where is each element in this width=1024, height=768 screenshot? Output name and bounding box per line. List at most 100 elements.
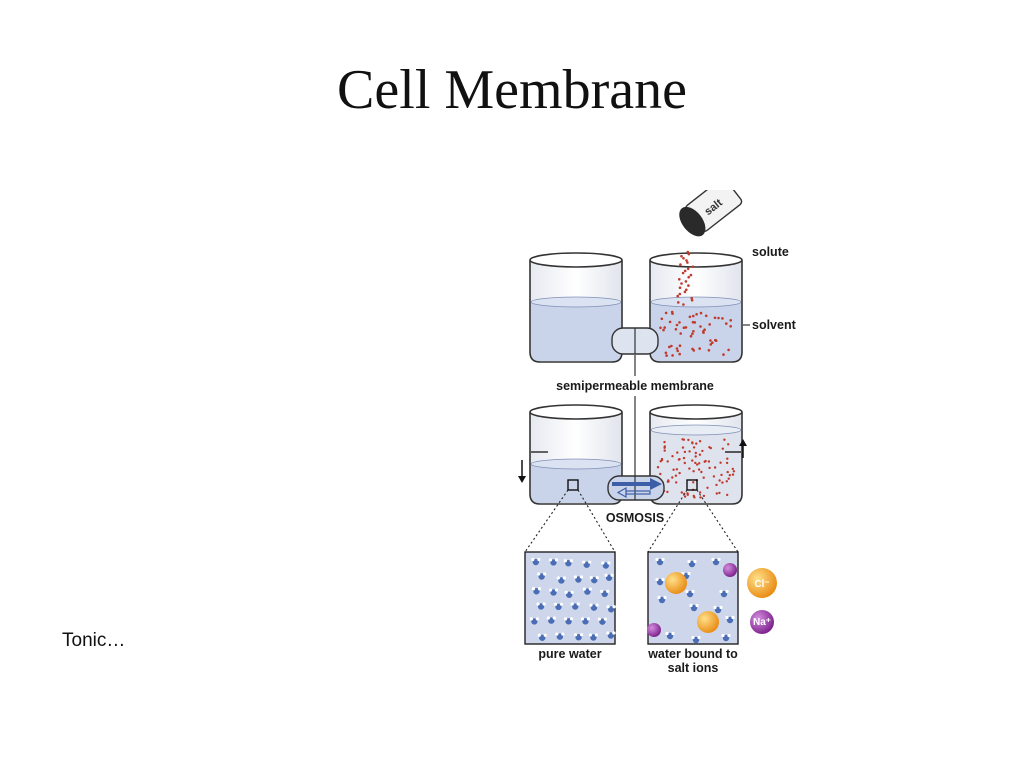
particle xyxy=(715,483,718,487)
particle xyxy=(687,275,690,279)
top-left-beaker xyxy=(529,252,623,363)
particle xyxy=(698,491,702,494)
bottom-right-beaker xyxy=(649,404,743,505)
particle xyxy=(725,480,728,483)
particle xyxy=(659,472,662,476)
particle xyxy=(719,461,722,464)
water-molecule-icon xyxy=(665,631,675,640)
water-molecule-icon xyxy=(582,560,592,568)
osmosis-label: OSMOSIS xyxy=(606,511,664,525)
pure-water-label: pure water xyxy=(538,647,601,661)
particle xyxy=(677,301,680,304)
particle xyxy=(721,481,724,484)
particle xyxy=(679,332,682,335)
particle xyxy=(726,457,729,460)
particle xyxy=(702,331,705,334)
particle xyxy=(676,294,679,298)
particle xyxy=(675,347,679,350)
particle xyxy=(725,322,728,325)
water-molecule-icon xyxy=(570,602,580,610)
particle xyxy=(686,492,689,495)
particle xyxy=(689,334,693,338)
particle xyxy=(684,280,688,283)
chloride-ion xyxy=(665,572,687,594)
concentrated-salt-particles xyxy=(656,438,736,499)
particle xyxy=(713,466,717,469)
particle xyxy=(723,438,726,441)
water-molecule-icon xyxy=(721,633,731,642)
water-molecule-icon xyxy=(573,633,584,641)
particle xyxy=(678,471,681,475)
top-right-beaker xyxy=(649,252,743,363)
osmosis-arrow-left xyxy=(616,486,651,499)
particle xyxy=(675,481,678,484)
chloride-legend-icon xyxy=(747,568,777,598)
particle xyxy=(660,317,664,321)
particle xyxy=(660,457,664,461)
particle xyxy=(718,491,721,495)
particle xyxy=(691,459,694,462)
particle xyxy=(678,278,681,281)
particle xyxy=(683,290,687,294)
water-molecule-icon xyxy=(588,633,599,641)
slide-body-text: Tonic… xyxy=(62,630,126,651)
particle xyxy=(678,352,681,356)
particle xyxy=(709,343,713,346)
particle xyxy=(720,473,723,477)
water-molecule-icon xyxy=(691,635,701,644)
particle xyxy=(717,316,720,320)
particle xyxy=(680,254,683,258)
particle xyxy=(659,326,662,330)
water-molecule-icon xyxy=(719,589,729,598)
particle xyxy=(695,313,698,316)
particle xyxy=(697,468,701,471)
particle xyxy=(666,490,669,494)
particle xyxy=(731,473,735,476)
particle xyxy=(664,311,668,315)
particle xyxy=(666,460,669,463)
particle xyxy=(690,296,693,300)
water-molecule-icon xyxy=(601,561,611,569)
water-molecule-icon xyxy=(580,617,591,625)
particle xyxy=(693,496,696,499)
water-molecule-icon xyxy=(689,603,699,612)
particle xyxy=(693,321,697,324)
particle xyxy=(709,339,712,342)
water-molecule-icon xyxy=(582,587,592,595)
particle xyxy=(721,317,724,320)
particle xyxy=(668,345,671,349)
particle xyxy=(675,323,679,327)
particle xyxy=(725,461,729,465)
particle xyxy=(679,263,682,266)
particle xyxy=(671,476,674,479)
particle xyxy=(686,250,690,254)
water-molecule-icon xyxy=(529,617,539,625)
water-molecule-icon xyxy=(655,577,665,586)
particle xyxy=(698,453,702,456)
particle xyxy=(729,319,732,322)
particle xyxy=(692,470,695,473)
particle xyxy=(686,261,689,264)
water-molecule-icon xyxy=(556,576,566,584)
water-molecule-icon xyxy=(564,590,574,598)
water-molecule-icon xyxy=(655,557,665,566)
water-molecule-icon xyxy=(606,605,616,613)
particle xyxy=(715,492,718,495)
particle xyxy=(663,440,666,444)
osmosis-arrow-right xyxy=(612,478,662,490)
sodium-ion xyxy=(647,623,661,637)
solvent-label: solvent xyxy=(752,318,797,332)
sodium-ion xyxy=(723,563,737,577)
particle xyxy=(729,325,732,328)
water-molecule-icon xyxy=(711,557,721,566)
bound-water-label-line2: salt ions xyxy=(668,661,719,675)
particle xyxy=(718,479,721,482)
particle xyxy=(699,311,703,315)
water-molecule-icon xyxy=(555,632,565,640)
particle xyxy=(711,341,714,344)
particle xyxy=(712,475,716,478)
particle xyxy=(680,491,683,494)
particle xyxy=(687,438,690,442)
particle xyxy=(707,349,711,352)
water-molecules xyxy=(529,557,616,641)
